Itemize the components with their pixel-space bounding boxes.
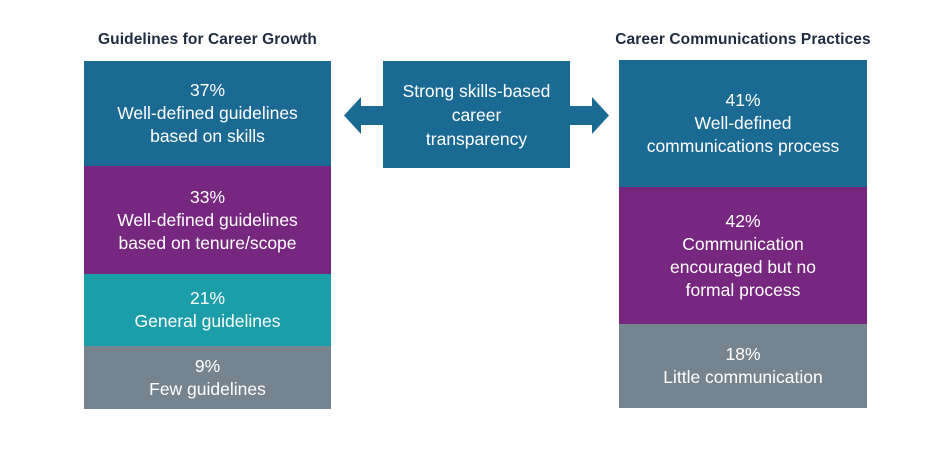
arrow-right-icon (570, 97, 609, 134)
segment-label-line: communications process (646, 136, 840, 156)
right-chart-title: Career Communications Practices (615, 31, 871, 48)
left-bar-segment-few: 9% Few guidelines (84, 346, 331, 409)
segment-percent: 9% (194, 355, 221, 376)
segment-percent: 41% (725, 90, 761, 110)
segment-label-line: Well-defined guidelines (117, 103, 298, 123)
segment-percent: 18% (725, 344, 761, 364)
segment-label-line: Few guidelines (149, 378, 266, 399)
segment-percent: 21% (189, 288, 226, 308)
segment-label-line: Little communication (663, 367, 823, 387)
segment-percent: 33% (189, 186, 226, 207)
callout-line: transparency (425, 128, 528, 149)
segment-label-line: based on skills (150, 126, 265, 146)
segment-label-line: Communication (682, 233, 804, 254)
left-bar-segment-general: 21% General guidelines (84, 274, 331, 346)
left-bar-segment-tenure: 33% Well-defined guidelines based on ten… (84, 166, 331, 274)
center-callout-box: Strong skills-based career transparency (383, 61, 570, 168)
segment-percent: 42% (725, 210, 761, 231)
callout-line: Strong skills-based (402, 80, 551, 101)
segment-label-line: Well-defined (694, 113, 792, 133)
right-bar-segment-encouraged: 42% Communication encouraged but no form… (619, 187, 867, 324)
left-chart-title: Guidelines for Career Growth (98, 31, 317, 48)
arrow-left-icon (344, 97, 383, 134)
segment-percent: 37% (189, 80, 226, 100)
segment-label-line: based on tenure/scope (118, 232, 297, 253)
right-bar-segment-little: 18% Little communication (619, 324, 867, 408)
segment-label-line: encouraged but no (670, 256, 816, 277)
left-stacked-bar: 37% Well-defined guidelines based on ski… (84, 61, 331, 409)
callout-line: career (451, 104, 502, 125)
segment-label-line: formal process (685, 279, 801, 300)
segment-label-line: Well-defined guidelines (117, 209, 298, 230)
segment-label-line: General guidelines (134, 311, 281, 331)
left-bar-segment-skills: 37% Well-defined guidelines based on ski… (84, 61, 331, 166)
right-bar-segment-welldefined: 41% Well-defined communications process (619, 60, 867, 187)
right-stacked-bar: 41% Well-defined communications process … (619, 60, 867, 408)
